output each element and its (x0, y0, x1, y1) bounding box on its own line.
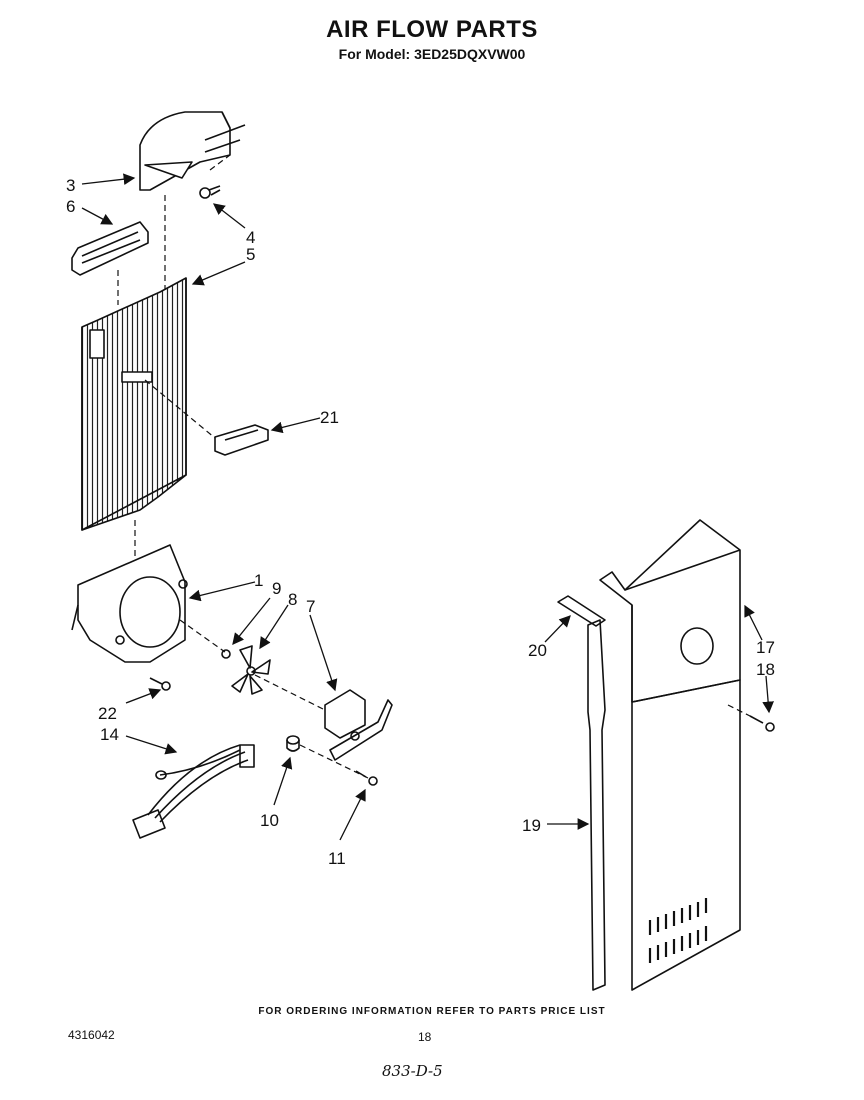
handwritten-note: 833-D-5 (382, 1062, 443, 1080)
callout-9: 9 (272, 579, 281, 598)
part-10-grommet (286, 735, 300, 752)
callout-18: 18 (756, 660, 775, 679)
part-14-wire-harness (132, 744, 255, 839)
callout-3: 3 (66, 176, 75, 195)
callout-7: 7 (306, 597, 315, 616)
part-9-washer (221, 649, 231, 659)
callout-19: 19 (522, 816, 541, 835)
callout-8: 8 (288, 590, 297, 609)
callout-22: 22 (98, 704, 117, 723)
model-subtitle: For Model: 3ED25DQXVW00 (338, 46, 526, 62)
part-20-foam-strip (557, 595, 606, 627)
part-4-screw (199, 185, 221, 199)
page-title: AIR FLOW PARTS (326, 16, 538, 43)
callout-6: 6 (66, 197, 75, 216)
part-1-fan-shroud (71, 544, 188, 663)
part-7-fan-motor (324, 689, 393, 761)
part-22-screw (149, 677, 171, 691)
part-21-bracket (214, 424, 269, 456)
callout-5: 5 (246, 245, 255, 264)
callout-4: 4 (246, 228, 255, 247)
part-3-duct-cover (139, 111, 246, 191)
part-5-evaporator-cover (81, 277, 187, 531)
callout-21: 21 (320, 408, 339, 427)
part-6-grille (71, 221, 149, 276)
part-17-air-duct (599, 519, 741, 991)
page-number: 18 (418, 1030, 432, 1044)
callout-11: 11 (328, 849, 346, 868)
assembly-guide-lines (117, 154, 753, 779)
callout-17: 17 (756, 638, 775, 657)
part-8-fan-blade (231, 645, 271, 695)
callout-1: 1 (254, 571, 263, 590)
callout-14: 14 (100, 725, 119, 744)
ordering-note: FOR ORDERING INFORMATION REFER TO PARTS … (258, 1006, 606, 1017)
document-number: 4316042 (68, 1028, 115, 1042)
part-18-screw (749, 715, 775, 732)
part-19-seal-strip (587, 619, 606, 991)
callout-labels: 3 6 4 5 21 1 9 8 7 20 17 18 22 14 10 11 … (66, 176, 775, 868)
callout-20: 20 (528, 641, 547, 660)
callout-arrows (81, 173, 774, 841)
callout-10: 10 (260, 811, 279, 830)
